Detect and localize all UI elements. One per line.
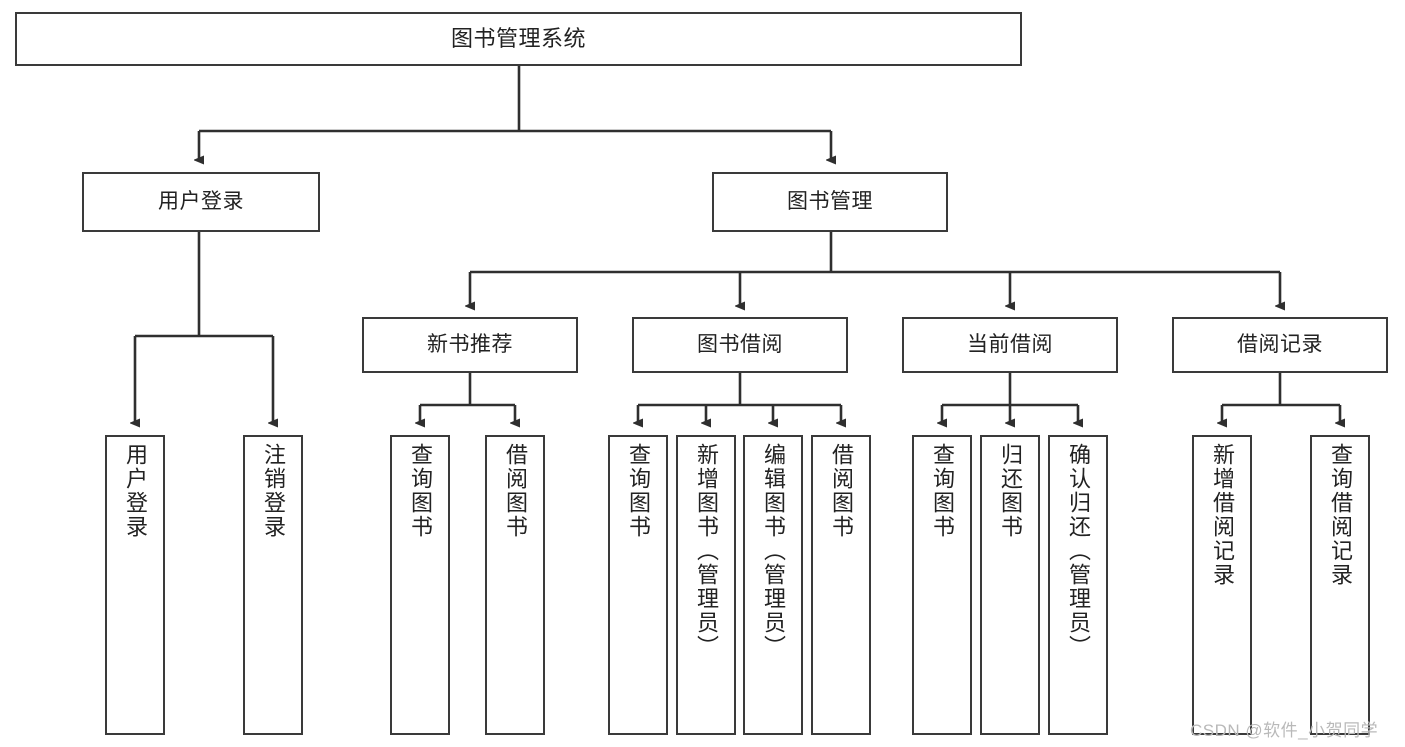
node-label: 图书管理系统 [450,26,586,52]
node-label: 借阅图书 [503,443,528,539]
node-label: 新增借阅记录 [1210,443,1235,587]
leaf-user-login-logout[interactable]: 注销登录 [243,435,303,735]
leaf-new-book-borrow[interactable]: 借阅图书 [485,435,545,735]
node-label: 查询图书 [408,443,433,539]
leaf-current-borrow-confirm-return[interactable]: 确认归还（管理员） [1048,435,1108,735]
node-label: 确认归还（管理员） [1066,443,1091,659]
leaf-user-login-login[interactable]: 用户登录 [105,435,165,735]
node-label: 查询图书 [626,443,651,539]
node-new-book-recommend[interactable]: 新书推荐 [362,317,578,373]
node-label: 借阅记录 [1237,332,1323,356]
node-label: 图书借阅 [697,332,783,356]
node-label: 当前借阅 [967,332,1053,356]
node-label: 新增图书（管理员） [694,443,719,659]
node-label: 查询图书 [930,443,955,539]
csdn-watermark: CSDN @软件_小贺同学 [1190,721,1379,740]
leaf-borrow-record-add[interactable]: 新增借阅记录 [1192,435,1252,735]
node-label: 新书推荐 [427,332,513,356]
leaf-book-borrow-add[interactable]: 新增图书（管理员） [676,435,736,735]
leaf-book-borrow-query[interactable]: 查询图书 [608,435,668,735]
node-label: 用户登录 [123,443,148,539]
node-label: 注销登录 [261,443,286,539]
node-book-borrow[interactable]: 图书借阅 [632,317,848,373]
leaf-borrow-record-query[interactable]: 查询借阅记录 [1310,435,1370,735]
node-label: 图书管理 [787,189,873,213]
node-label: 借阅图书 [829,443,854,539]
node-book-management[interactable]: 图书管理 [712,172,948,232]
leaf-current-borrow-query[interactable]: 查询图书 [912,435,972,735]
node-user-login[interactable]: 用户登录 [82,172,320,232]
node-label: 编辑图书（管理员） [761,443,786,659]
node-root-system[interactable]: 图书管理系统 [15,12,1022,66]
node-label: 归还图书 [998,443,1023,539]
leaf-new-book-query[interactable]: 查询图书 [390,435,450,735]
leaf-book-borrow-borrow[interactable]: 借阅图书 [811,435,871,735]
leaf-current-borrow-return[interactable]: 归还图书 [980,435,1040,735]
node-label: 查询借阅记录 [1328,443,1353,587]
node-borrow-record[interactable]: 借阅记录 [1172,317,1388,373]
node-label: 用户登录 [158,189,244,213]
leaf-book-borrow-edit[interactable]: 编辑图书（管理员） [743,435,803,735]
node-current-borrow[interactable]: 当前借阅 [902,317,1118,373]
